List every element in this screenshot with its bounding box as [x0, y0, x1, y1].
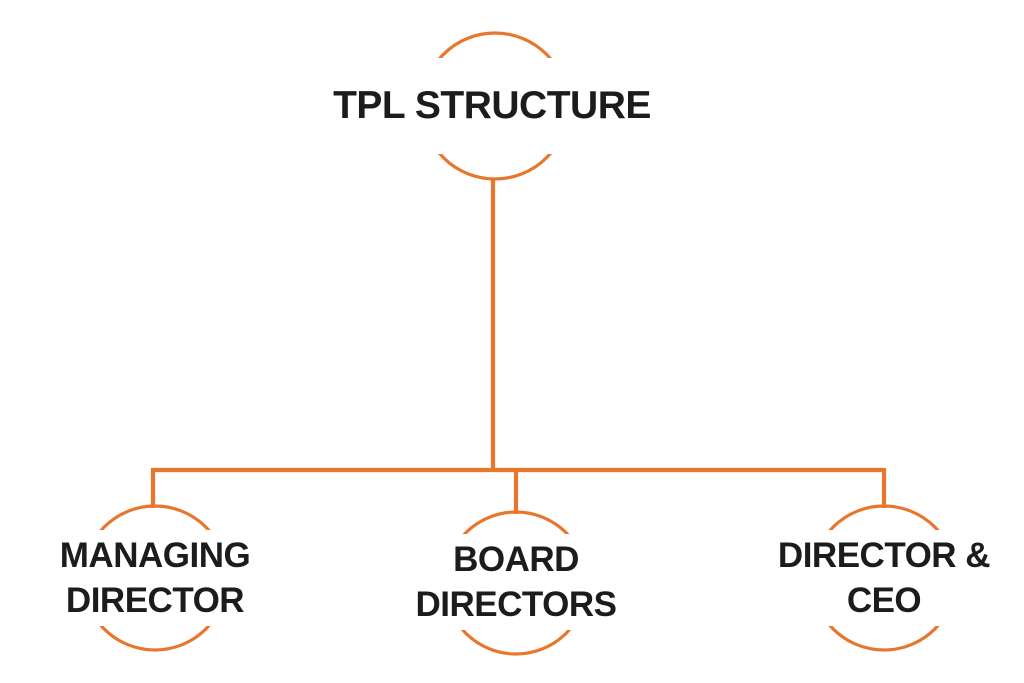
node-label-managing-director: MANAGING DIRECTOR	[25, 530, 285, 626]
node-text-line2: DIRECTORS	[415, 585, 618, 624]
root-node-title: TPL STRUCTURE	[333, 84, 651, 127]
node-text-line1: BOARD	[453, 540, 579, 579]
node-text-line2: CEO	[846, 581, 922, 620]
node-label-director-ceo: DIRECTOR & CEO	[754, 530, 1014, 626]
node-label-root: TPL STRUCTURE	[322, 58, 662, 154]
node-text-line1: MANAGING	[59, 536, 251, 575]
node-label-board-directors: BOARD DIRECTORS	[386, 534, 646, 630]
node-text-line1: DIRECTOR &	[777, 536, 991, 575]
node-text-line2: DIRECTOR	[65, 581, 245, 620]
